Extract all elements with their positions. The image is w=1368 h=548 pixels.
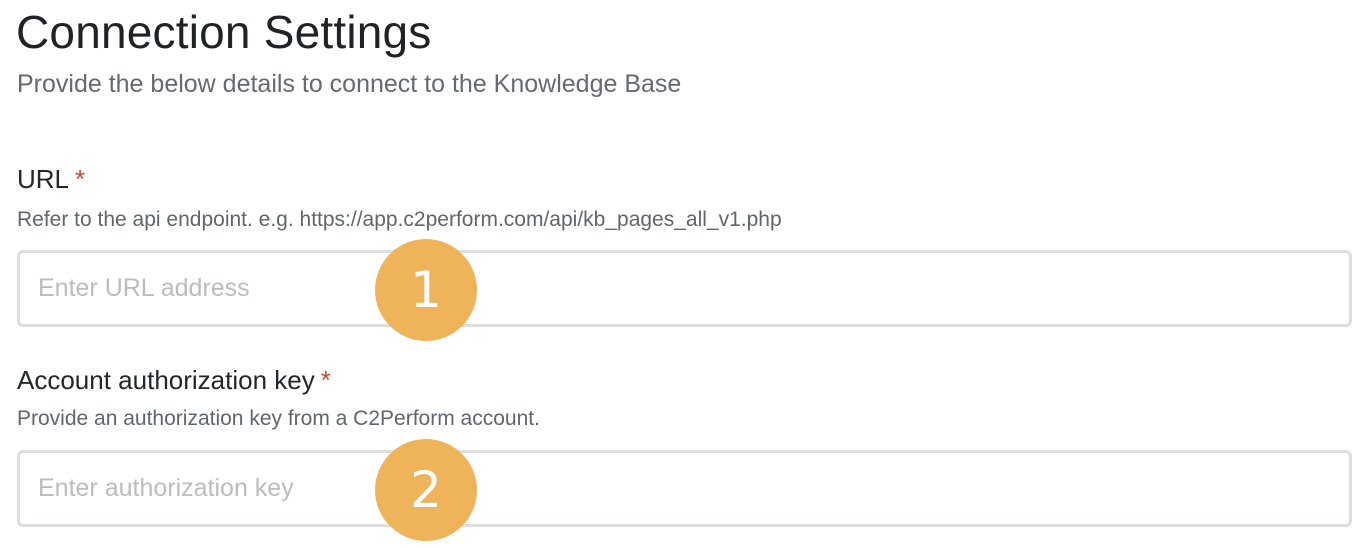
url-label-text: URL [17, 164, 70, 194]
url-input[interactable] [17, 250, 1352, 327]
required-asterisk: * [75, 164, 86, 194]
required-asterisk: * [320, 365, 331, 395]
auth-key-input[interactable] [17, 450, 1352, 527]
step-2-badge: 2 [375, 439, 477, 541]
page-subtitle: Provide the below details to connect to … [17, 70, 682, 98]
page-title: Connection Settings [16, 6, 432, 58]
url-field-help: Refer to the api endpoint. e.g. https://… [17, 208, 782, 231]
auth-key-label-text: Account authorization key [17, 365, 315, 395]
url-field-label: URL* [17, 163, 85, 195]
step-1-badge: 1 [375, 239, 477, 341]
auth-key-field-help: Provide an authorization key from a C2Pe… [17, 407, 540, 430]
auth-key-field-label: Account authorization key* [17, 364, 331, 396]
